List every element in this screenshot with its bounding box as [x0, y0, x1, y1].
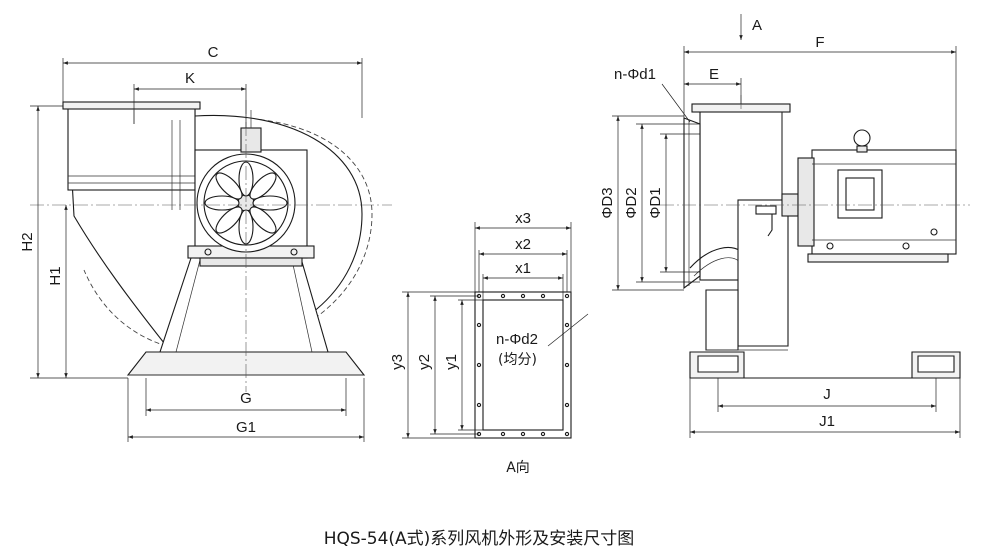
dim-G1-label: G1: [236, 419, 256, 436]
dim-E-label: E: [709, 66, 719, 83]
view-A-marker: A: [752, 17, 762, 34]
motor-end-cap: [797, 157, 815, 247]
dim-H2-label: H2: [19, 232, 36, 251]
dim-H1-label: H1: [47, 266, 64, 285]
impeller-blades: [204, 161, 288, 245]
motor-lifting-eye: [853, 129, 871, 147]
view-caption: A向: [506, 460, 530, 476]
drawing-title: HQS-54(A式)系列风机外形及安装尺寸图: [324, 529, 635, 549]
dim-x1-label: x1: [515, 260, 531, 277]
motor-feet: [807, 253, 949, 263]
flange-holes-note: (均分): [498, 352, 537, 368]
flange-view: x3 x2 x1 y3 y2 y1 n-Φd2 (均分) A向: [389, 210, 589, 476]
side-stand: [705, 289, 739, 351]
dim-F-label: F: [815, 34, 824, 51]
flange-bolt-holes: [476, 293, 570, 437]
motor-body: [811, 149, 957, 255]
outlet-duct: [67, 105, 196, 191]
dim-y3-label: y3: [389, 354, 406, 370]
dim-x2-label: x2: [515, 236, 531, 253]
dim-y1-label: y1: [443, 354, 460, 370]
dim-C-label: C: [208, 44, 219, 61]
dim-J1-label: J1: [819, 413, 835, 430]
outlet-flange: [62, 101, 201, 110]
shaft-coupling: [240, 127, 262, 153]
volute-dashed-outline: [83, 117, 373, 353]
dim-y2-label: y2: [416, 354, 433, 370]
dim-D2-label: ΦD2: [623, 187, 640, 218]
side-bearing-housing: [737, 199, 789, 347]
flange-outer: [474, 291, 572, 439]
dim-x3-label: x3: [515, 210, 531, 227]
dim-G-label: G: [240, 390, 252, 407]
side-view: A F E n-Φd1 ΦD3 ΦD2 ΦD1 J J1: [599, 14, 970, 438]
front-view: C K H2 H1 G G1: [19, 44, 392, 442]
flange-holes-label: n-Φd2: [496, 331, 538, 348]
dim-D3-label: ΦD3: [599, 187, 616, 218]
side-holes-label: n-Φd1: [614, 66, 656, 83]
flange-inner: [482, 299, 564, 431]
dim-K-label: K: [185, 70, 195, 87]
dim-D1-label: ΦD1: [647, 187, 664, 218]
motor-terminal-box: [837, 169, 883, 219]
dim-J-label: J: [823, 386, 831, 403]
side-inlet-cone: [683, 117, 701, 290]
